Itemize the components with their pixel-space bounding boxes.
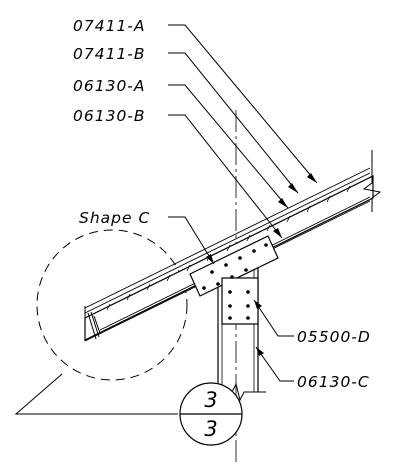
upper-plate bbox=[189, 235, 279, 297]
leader-06130-B bbox=[168, 114, 283, 239]
sheet-number: 3 bbox=[204, 417, 217, 441]
callout-label: 07411-B bbox=[73, 45, 146, 63]
detail-marker: 3 3 bbox=[179, 382, 243, 446]
leader-06130-A bbox=[168, 84, 289, 209]
eave-end bbox=[84, 306, 101, 341]
callout-label: 06130-B bbox=[73, 107, 146, 125]
leaders bbox=[168, 24, 318, 382]
roof-layer-line bbox=[84, 167, 371, 309]
bolts bbox=[202, 243, 268, 320]
callout-label: 07411-A bbox=[73, 17, 146, 35]
break-line bbox=[362, 150, 382, 212]
connector-plate bbox=[189, 235, 279, 325]
lower-plate bbox=[221, 277, 259, 325]
callout-label: 05500-D bbox=[297, 328, 371, 346]
leader-07411-A bbox=[168, 24, 318, 184]
callout-label: Shape C bbox=[79, 209, 150, 227]
detail-number: 3 bbox=[204, 388, 217, 412]
callout-label: 06130-A bbox=[73, 77, 146, 95]
leader-06130-C bbox=[255, 346, 294, 382]
leader-05500-D bbox=[253, 299, 294, 337]
leader-arrowheads bbox=[206, 173, 317, 356]
leader-shape-c bbox=[168, 216, 215, 265]
leader-07411-B bbox=[168, 52, 299, 194]
detail-marker-leader bbox=[14, 373, 178, 415]
roof-layer-line bbox=[84, 172, 371, 314]
callout-label: 06130-C bbox=[297, 373, 370, 391]
detail-circle bbox=[36, 229, 188, 381]
